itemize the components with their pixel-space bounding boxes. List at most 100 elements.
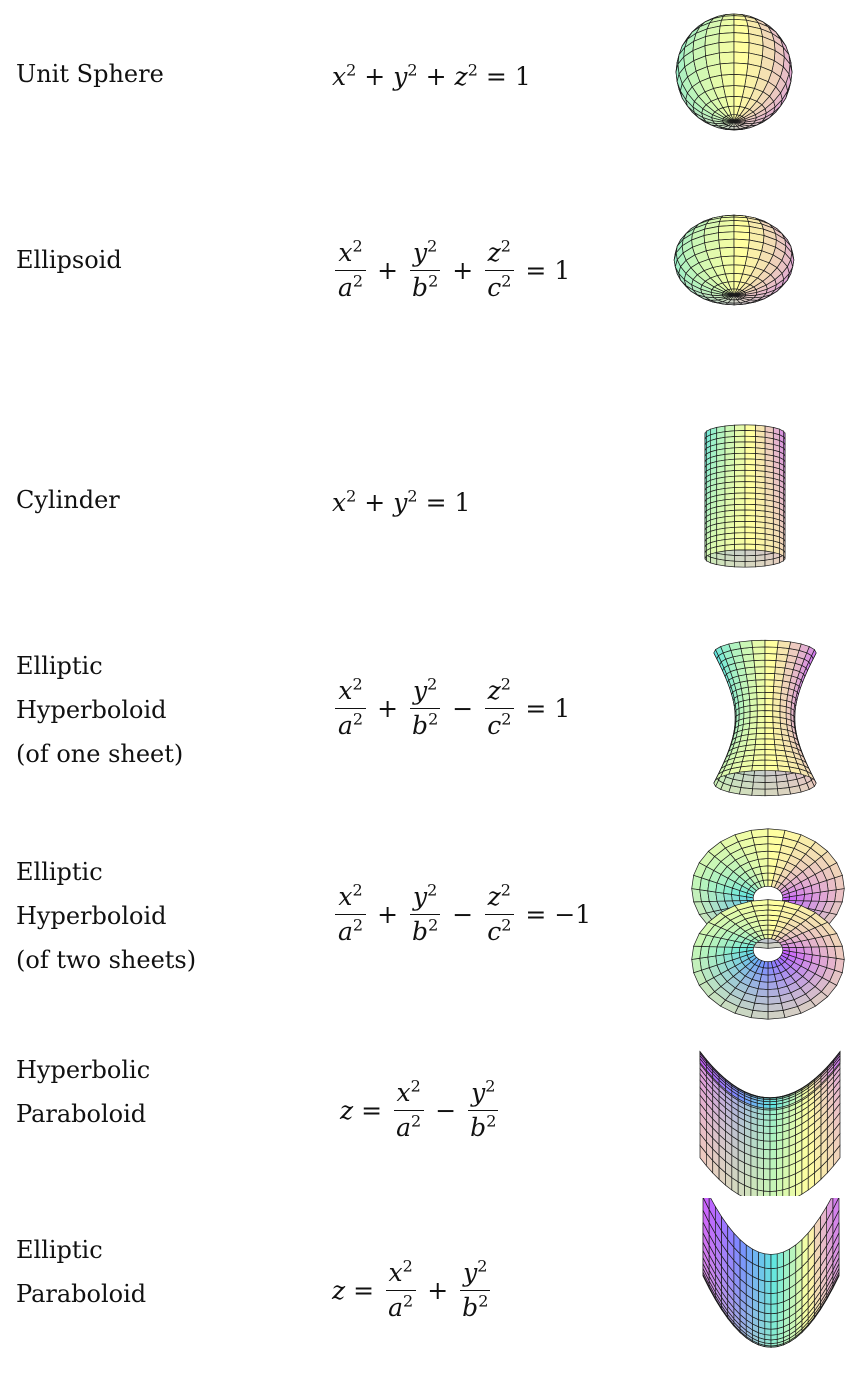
fraction-numerator: y2 xyxy=(460,1256,491,1291)
fraction-numerator: x2 xyxy=(335,237,366,271)
numerator-term-exponent: 2 xyxy=(477,1256,488,1276)
denominator-term-var: b xyxy=(462,1292,479,1322)
numerator-term-exponent: 2 xyxy=(402,1256,413,1276)
fraction-numerator: x2 xyxy=(385,1256,416,1291)
equation-constant: 1 xyxy=(554,693,571,723)
equation-term-exponent: 2 xyxy=(407,486,418,506)
denominator-term-var: c xyxy=(487,710,502,740)
fraction-denominator: a2 xyxy=(385,1291,416,1322)
fraction-numerator: x2 xyxy=(335,882,366,915)
denominator-term-var: a xyxy=(388,1292,404,1322)
surface-name-line: (of two sheets) xyxy=(16,946,197,974)
equation-operator: = xyxy=(353,1275,375,1305)
surface-name-line: Elliptic xyxy=(16,652,103,680)
equation-term-exponent: 2 xyxy=(467,60,478,80)
equation-operator: = xyxy=(425,487,447,517)
equation-term-exponent: 2 xyxy=(407,60,418,80)
denominator-term-exponent: 2 xyxy=(478,1291,489,1311)
surface-name-line: (of one sheet) xyxy=(16,740,184,768)
surface-name-line: Ellipsoid xyxy=(16,246,122,274)
equation-operator: = xyxy=(525,693,547,723)
numerator-term: x2 xyxy=(338,882,362,911)
fraction-denominator: a2 xyxy=(335,915,366,946)
denominator-term-var: c xyxy=(487,272,502,302)
sphere-icon xyxy=(672,10,796,134)
equation-operator: − xyxy=(452,899,474,929)
numerator-term-exponent: 2 xyxy=(352,674,363,694)
hyperboloid-one-sheet-icon xyxy=(700,632,830,804)
cylinder-icon xyxy=(700,404,790,586)
numerator-term-var: x xyxy=(338,881,353,911)
denominator-term-exponent: 2 xyxy=(352,709,364,729)
ellipsoid-icon xyxy=(672,208,796,312)
surface-name-line: Paraboloid xyxy=(16,1100,147,1128)
equation-term-var: y xyxy=(393,61,408,91)
numerator-term: y2 xyxy=(413,676,437,705)
hyperboloid-two-sheets-icon xyxy=(686,820,850,1030)
equation-fraction: x2 a2 xyxy=(335,676,366,740)
numerator-term-var: y xyxy=(412,881,428,911)
surface-name-line: Unit Sphere xyxy=(16,60,164,88)
denominator-term-exponent: 2 xyxy=(501,709,512,729)
denominator-term-exponent: 2 xyxy=(486,1111,497,1131)
equation-term-var: x xyxy=(332,61,347,91)
fraction-denominator: b2 xyxy=(409,271,441,302)
denominator-term: c2 xyxy=(487,711,511,740)
equation-term-exponent: 2 xyxy=(346,60,357,80)
numerator-term-exponent: 2 xyxy=(427,674,438,694)
denominator-term-exponent: 2 xyxy=(428,271,439,291)
numerator-term: x2 xyxy=(338,676,362,705)
surface-name-line: Paraboloid xyxy=(16,1280,147,1308)
fraction-numerator: y2 xyxy=(409,882,441,915)
numerator-term: y2 xyxy=(413,882,437,911)
denominator-term: b2 xyxy=(412,917,438,946)
equation-constant: 1 xyxy=(514,61,531,91)
surface-name: Ellipsoid xyxy=(16,238,122,282)
denominator-term-exponent: 2 xyxy=(428,709,439,729)
denominator-term-exponent: 2 xyxy=(411,1111,422,1131)
denominator-term-var: b xyxy=(412,916,429,946)
surface-name-line: Hyperboloid xyxy=(16,902,167,930)
equation-operator: − xyxy=(435,1095,457,1125)
fraction-denominator: c2 xyxy=(484,915,514,946)
surface-name: Cylinder xyxy=(16,478,120,522)
surface-row-unit-sphere: Unit Sphere x2+y2+z2=1 xyxy=(0,0,865,180)
denominator-term-exponent: 2 xyxy=(352,271,364,291)
fraction-denominator: b2 xyxy=(459,1291,491,1322)
equation-term-var: y xyxy=(393,487,408,517)
denominator-term: b2 xyxy=(462,1293,488,1322)
numerator-term: z2 xyxy=(488,238,511,267)
numerator-term-exponent: 2 xyxy=(427,236,438,256)
elliptic-paraboloid-icon xyxy=(676,1198,865,1398)
equation-operator: + xyxy=(364,61,386,91)
numerator-term: z2 xyxy=(488,676,511,705)
numerator-term-var: y xyxy=(471,1077,486,1107)
numerator-term-var: y xyxy=(412,675,428,705)
equation-term-var: z xyxy=(332,1275,346,1305)
denominator-term: a2 xyxy=(338,711,363,740)
equation-term: y2 xyxy=(393,62,417,91)
surface-name-line: Hyperbolic xyxy=(16,1056,151,1084)
equation-operator: + xyxy=(364,487,386,517)
denominator-term: b2 xyxy=(470,1113,496,1142)
fraction-numerator: y2 xyxy=(468,1077,499,1111)
equation-operator: = xyxy=(525,899,547,929)
surface-name: Hyperbolic Paraboloid xyxy=(16,1048,150,1136)
equation-term: z xyxy=(332,1276,345,1305)
fraction-denominator: a2 xyxy=(335,271,366,302)
equation-term: z2 xyxy=(455,62,478,91)
numerator-term-exponent: 2 xyxy=(500,236,511,256)
equation-operator: + xyxy=(377,693,399,723)
numerator-term-var: x xyxy=(338,237,353,267)
